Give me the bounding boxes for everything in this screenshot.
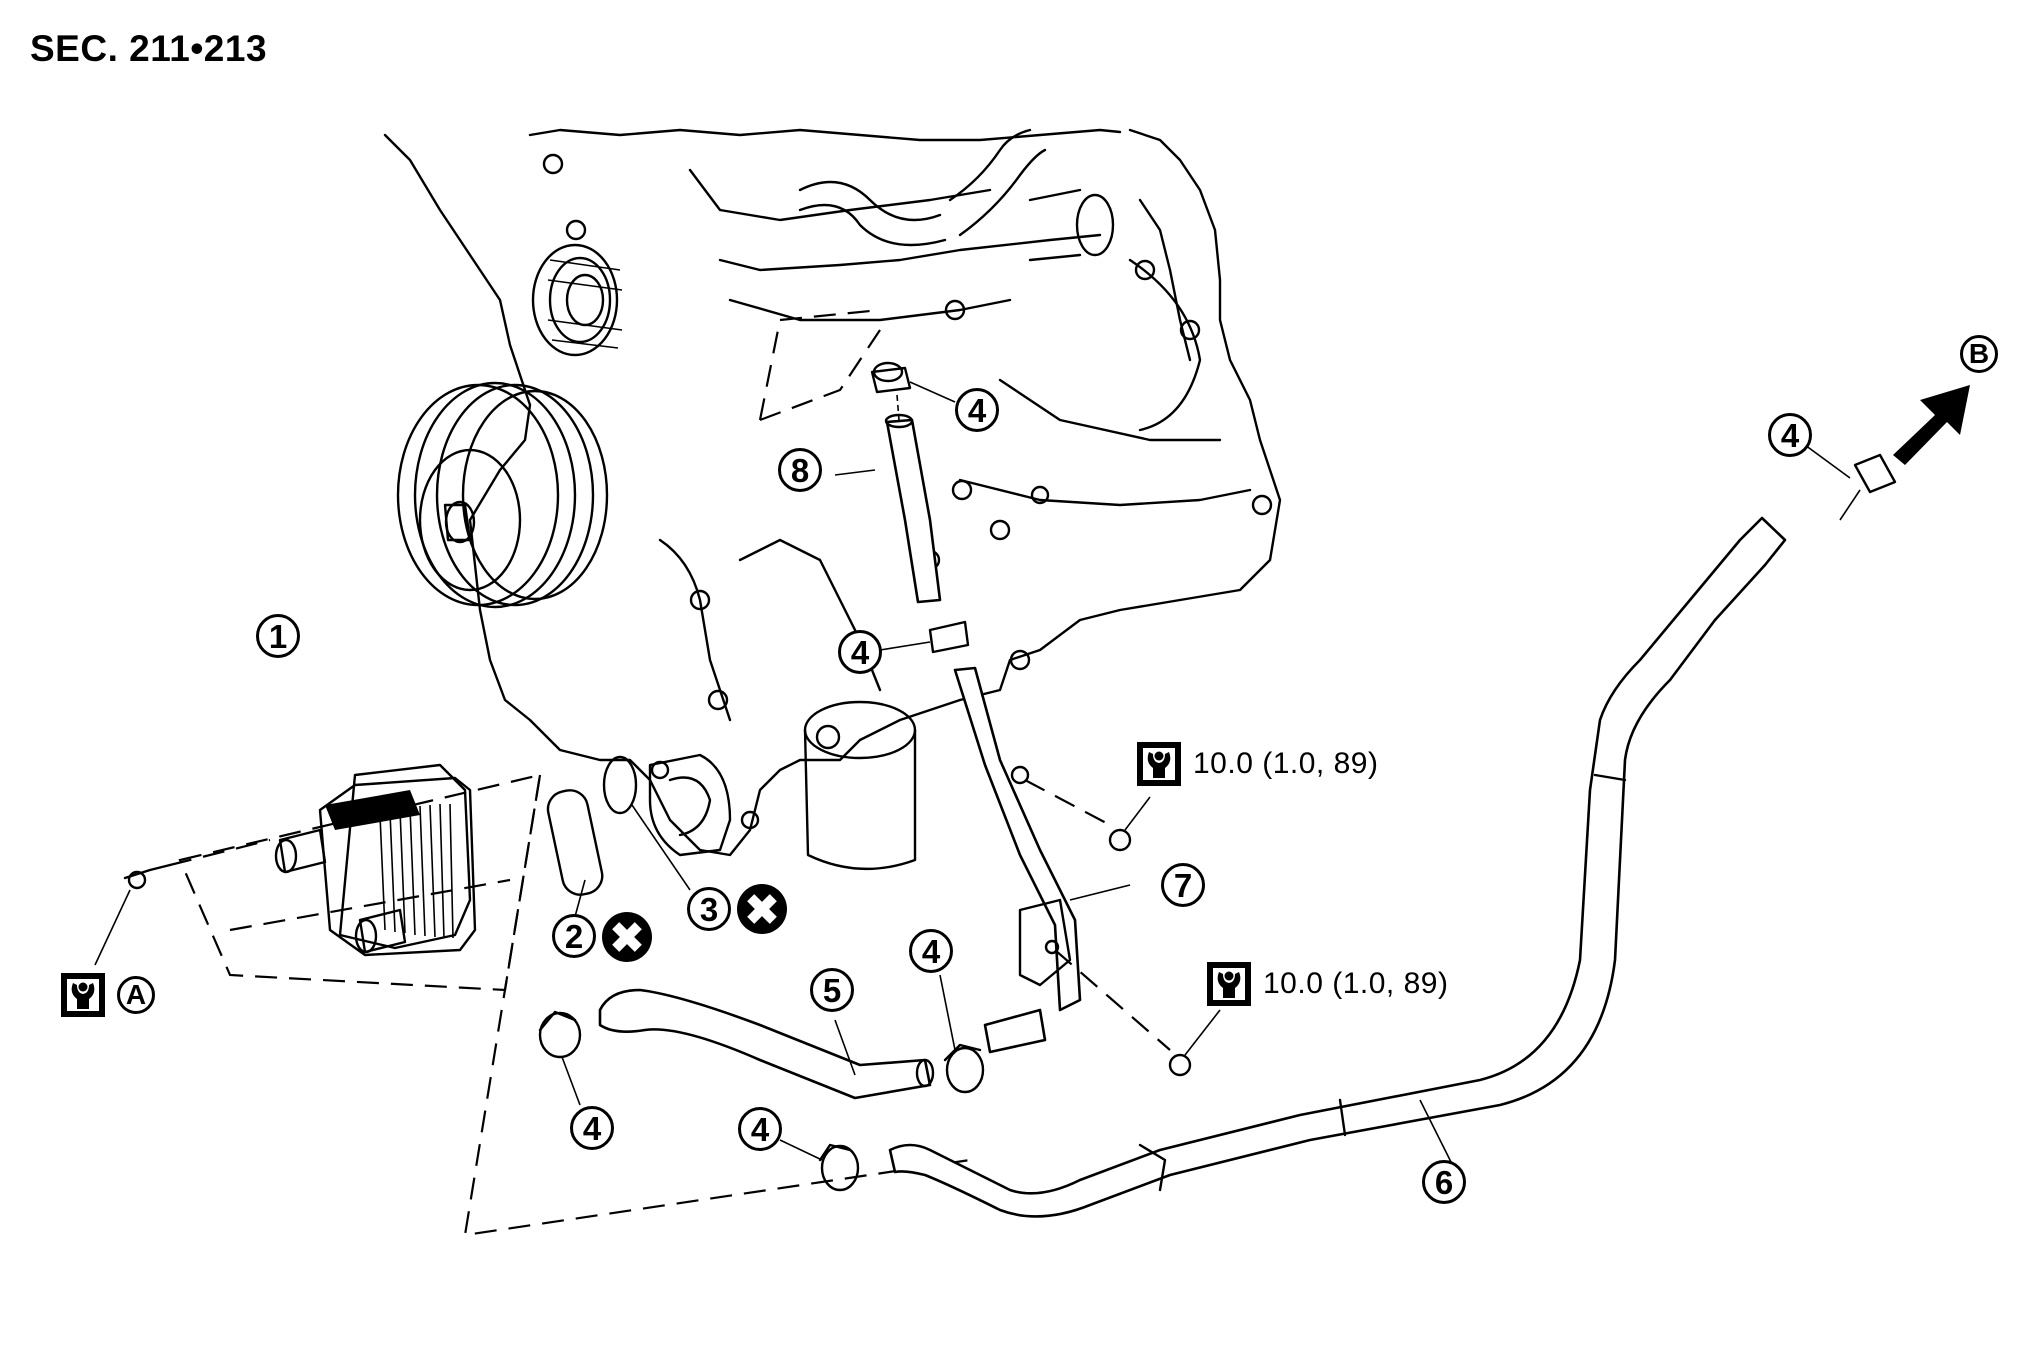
torque-wrench-icon (61, 973, 105, 1017)
callout-6-water-pipe: 6 (1422, 1160, 1466, 1204)
do-not-reuse-icon (737, 884, 787, 934)
callout-4-hose-clamp: 4 (955, 388, 999, 432)
bolt-torque-upper (1024, 779, 1151, 852)
callout-2-o-ring: 2 (552, 914, 596, 958)
torque-reference-a: A (61, 973, 155, 1017)
section-title: SEC. 211•213 (30, 28, 268, 69)
torque-spec-lower: 10.0 (1.0, 89) (1207, 962, 1448, 1006)
reference-letter-b: B (1960, 335, 1998, 373)
torque-value: 10.0 (1.0, 89) (1263, 967, 1449, 1000)
o-ring-2 (546, 789, 604, 936)
callout-1-oil-cooler: 1 (256, 614, 300, 658)
callout-5-water-hose: 5 (810, 968, 854, 1012)
hose-clamp (870, 361, 956, 421)
callout-8-water-hose: 8 (778, 448, 822, 492)
oil-filter (803, 700, 917, 871)
reference-letter-a: A (117, 976, 155, 1014)
callout-4-hose-clamp: 4 (738, 1107, 782, 1151)
engine-block (383, 128, 1282, 871)
torque-spec-upper: 10.0 (1.0, 89) (1137, 742, 1378, 786)
water-hose-8 (834, 413, 942, 604)
callout-4-hose-clamp: 4 (1768, 413, 1812, 457)
callout-4-hose-clamp: 4 (570, 1106, 614, 1150)
water-pipe-7 (953, 666, 1131, 1054)
crankshaft-pulley (396, 381, 609, 609)
torque-value: 10.0 (1.0, 89) (1193, 747, 1379, 780)
bolt-a (94, 838, 271, 966)
arrow-up-right-icon (1893, 385, 1970, 465)
hose-clamp (779, 1139, 860, 1192)
bolt-torque-lower (1054, 949, 1221, 1077)
callout-7-water-pipe: 7 (1161, 863, 1205, 907)
callout-3-o-ring: 3 (687, 887, 731, 931)
hose-clamp (538, 1010, 582, 1106)
callout-4-hose-clamp: 4 (838, 630, 882, 674)
o-ring-3 (602, 755, 691, 891)
hose-clamp (1804, 444, 1897, 521)
hose-clamp (879, 620, 970, 654)
torque-wrench-icon (1207, 962, 1251, 1006)
water-pump-pulley (531, 243, 623, 357)
do-not-reuse-icon (602, 912, 652, 962)
oil-cooler (274, 763, 477, 957)
water-hose-5 (598, 988, 935, 1100)
callout-4-hose-clamp: 4 (909, 929, 953, 973)
hose-clamp (939, 974, 985, 1094)
water-pipe-6 (888, 516, 1787, 1218)
torque-wrench-icon (1137, 742, 1181, 786)
